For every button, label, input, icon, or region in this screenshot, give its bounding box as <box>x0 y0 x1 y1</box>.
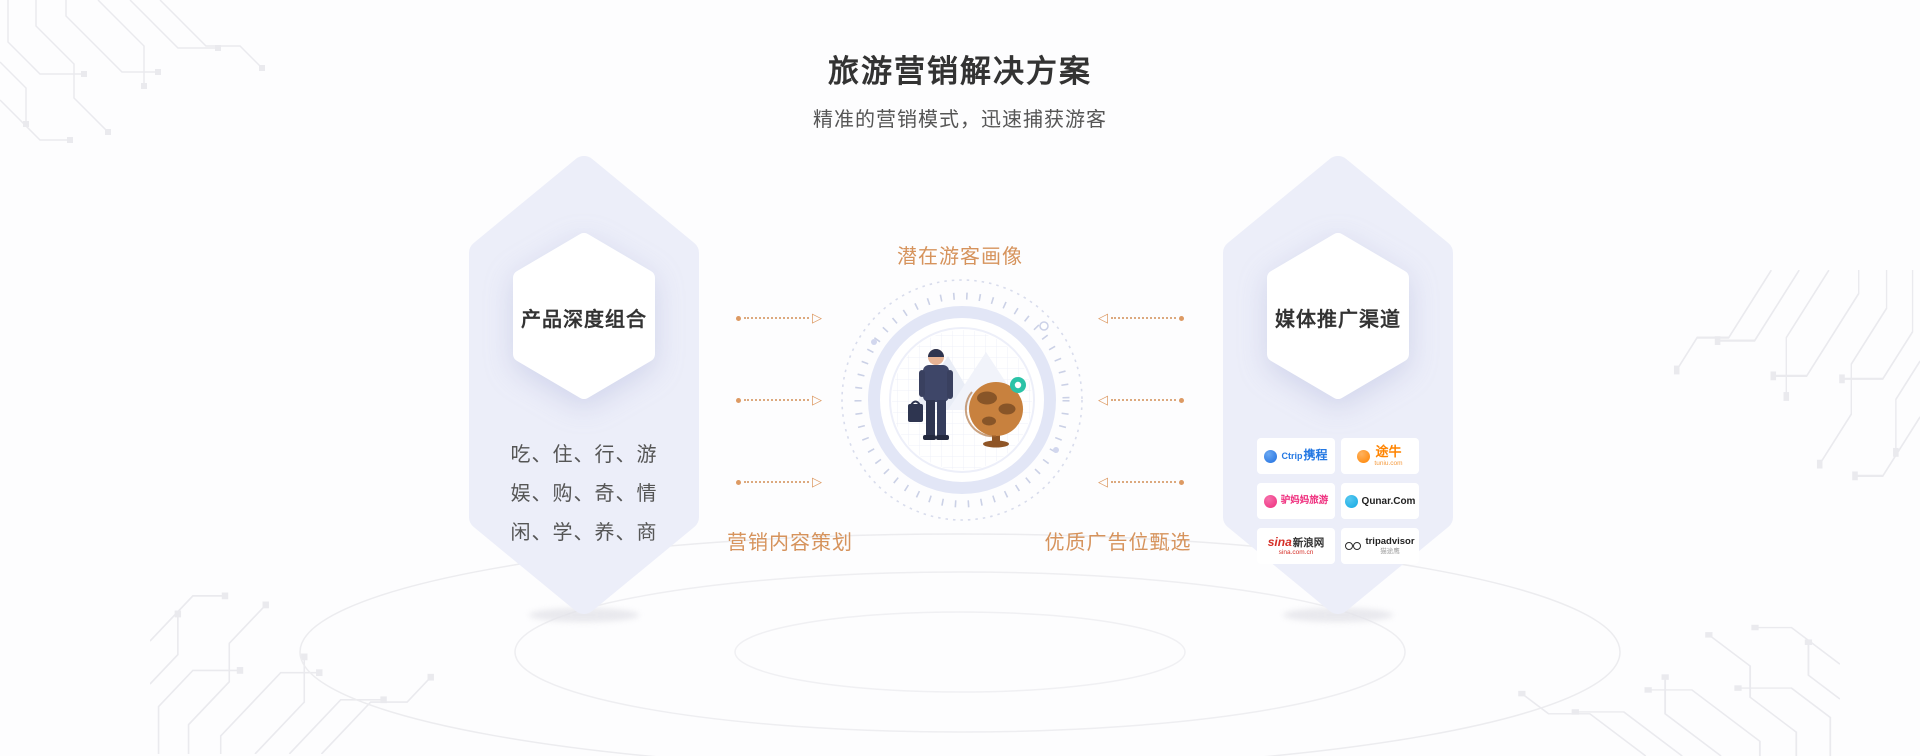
logo-text: tripadvisor <box>1365 536 1415 548</box>
hexagon-title-badge <box>513 233 655 399</box>
qunar-logo-icon <box>1344 494 1358 508</box>
logo-tripadvisor: tripadvisor 猫途鹰 <box>1341 528 1419 564</box>
arrow-dotted-line <box>1111 317 1176 319</box>
logo-text: sina <box>1267 534 1292 549</box>
media-channels-card: 媒体推广渠道 Ctrip 携程 途牛 <box>1222 155 1454 615</box>
logo-lvmama: 驴妈妈旅游 <box>1257 483 1335 519</box>
triangle-left-icon: ◁ <box>1098 310 1108 326</box>
arrow-dotted-line <box>744 481 809 483</box>
globe-icon <box>964 382 1023 448</box>
decor-dot <box>871 339 877 345</box>
tripadvisor-owl-icon <box>1345 542 1362 550</box>
logo-qunar: Qunar.Com <box>1341 483 1419 519</box>
decor-ring <box>1039 321 1049 331</box>
logo-subtext: tuniu.com <box>1374 459 1403 467</box>
logo-text: 携程 <box>1303 448 1328 463</box>
product-combination-card: 产品深度组合 吃、住、行、游 娱、购、奇、情 闲、学、养、商 <box>468 155 700 615</box>
arrow-dotted-line <box>744 317 809 319</box>
arrow-dot <box>1179 315 1184 321</box>
ripple-ellipses-decoration <box>299 533 1621 756</box>
arrow-dot <box>736 479 741 485</box>
triangle-right-icon: ▷ <box>812 392 822 408</box>
logo-ctrip: Ctrip 携程 <box>1257 438 1335 474</box>
flow-arrow-right-2: ◁ <box>1098 393 1184 407</box>
right-card-title: 媒体推广渠道 <box>1275 309 1401 331</box>
logo-text: 新浪网 <box>1292 536 1325 549</box>
logo-text: 驴妈妈旅游 <box>1280 494 1329 506</box>
card-shadow <box>1283 608 1393 622</box>
page-title: 旅游营销解决方案 <box>828 54 1092 89</box>
category-line: 娱、购、奇、情 <box>510 483 658 505</box>
flow-arrow-left-1: ▷ <box>736 311 822 325</box>
arrow-dot <box>1179 397 1184 403</box>
category-line: 闲、学、养、商 <box>510 522 658 544</box>
arrow-dot <box>1179 479 1184 485</box>
tuniu-logo-icon <box>1357 449 1371 463</box>
triangle-right-icon: ▷ <box>812 310 822 326</box>
ctrip-logo-icon <box>1264 449 1278 463</box>
flow-arrow-right-1: ◁ <box>1098 311 1184 325</box>
label-premium-ad-slot-selection: 优质广告位甄选 <box>1044 532 1192 554</box>
flow-arrow-left-2: ▷ <box>736 393 822 407</box>
logo-text: Ctrip <box>1281 451 1303 462</box>
logo-text: 途牛 <box>1375 444 1402 460</box>
arrow-dotted-line <box>1111 481 1176 483</box>
triangle-left-icon: ◁ <box>1098 392 1108 408</box>
label-potential-tourist-profile: 潜在游客画像 <box>897 246 1023 268</box>
traveler-icon <box>908 349 953 440</box>
arrow-dotted-line <box>1111 399 1176 401</box>
category-line: 吃、住、行、游 <box>510 444 658 466</box>
arrow-dot <box>736 315 741 321</box>
page-subtitle: 精准的营销模式，迅速捕获游客 <box>813 109 1107 131</box>
arrow-dotted-line <box>744 399 809 401</box>
logo-sina: sina 新浪网 sina.com.cn <box>1257 528 1335 564</box>
media-logo-grid: Ctrip 携程 途牛 tuniu.com <box>1257 438 1419 564</box>
flow-arrow-left-3: ▷ <box>736 475 822 489</box>
traveler-globe-illustration <box>841 279 1083 521</box>
location-pin-icon <box>1010 377 1026 393</box>
logo-text: Qunar.Com <box>1361 495 1416 507</box>
logo-subtext: sina.com.cn <box>1278 549 1314 557</box>
logo-subtext: 猫途鹰 <box>1380 547 1400 555</box>
product-category-list: 吃、住、行、游 娱、购、奇、情 闲、学、养、商 <box>468 436 700 553</box>
lvmama-logo-icon <box>1263 494 1277 508</box>
label-marketing-content-planning: 营销内容策划 <box>727 532 853 554</box>
logo-tuniu: 途牛 tuniu.com <box>1341 438 1419 474</box>
arrow-dot <box>736 397 741 403</box>
left-card-title: 产品深度组合 <box>521 309 647 331</box>
flow-arrow-right-3: ◁ <box>1098 475 1184 489</box>
triangle-right-icon: ▷ <box>812 474 822 490</box>
hexagon-title-badge <box>1267 233 1409 399</box>
card-shadow <box>529 608 639 622</box>
decor-dot <box>1053 447 1059 453</box>
triangle-left-icon: ◁ <box>1098 474 1108 490</box>
circuit-decoration-right <box>1672 270 1920 482</box>
